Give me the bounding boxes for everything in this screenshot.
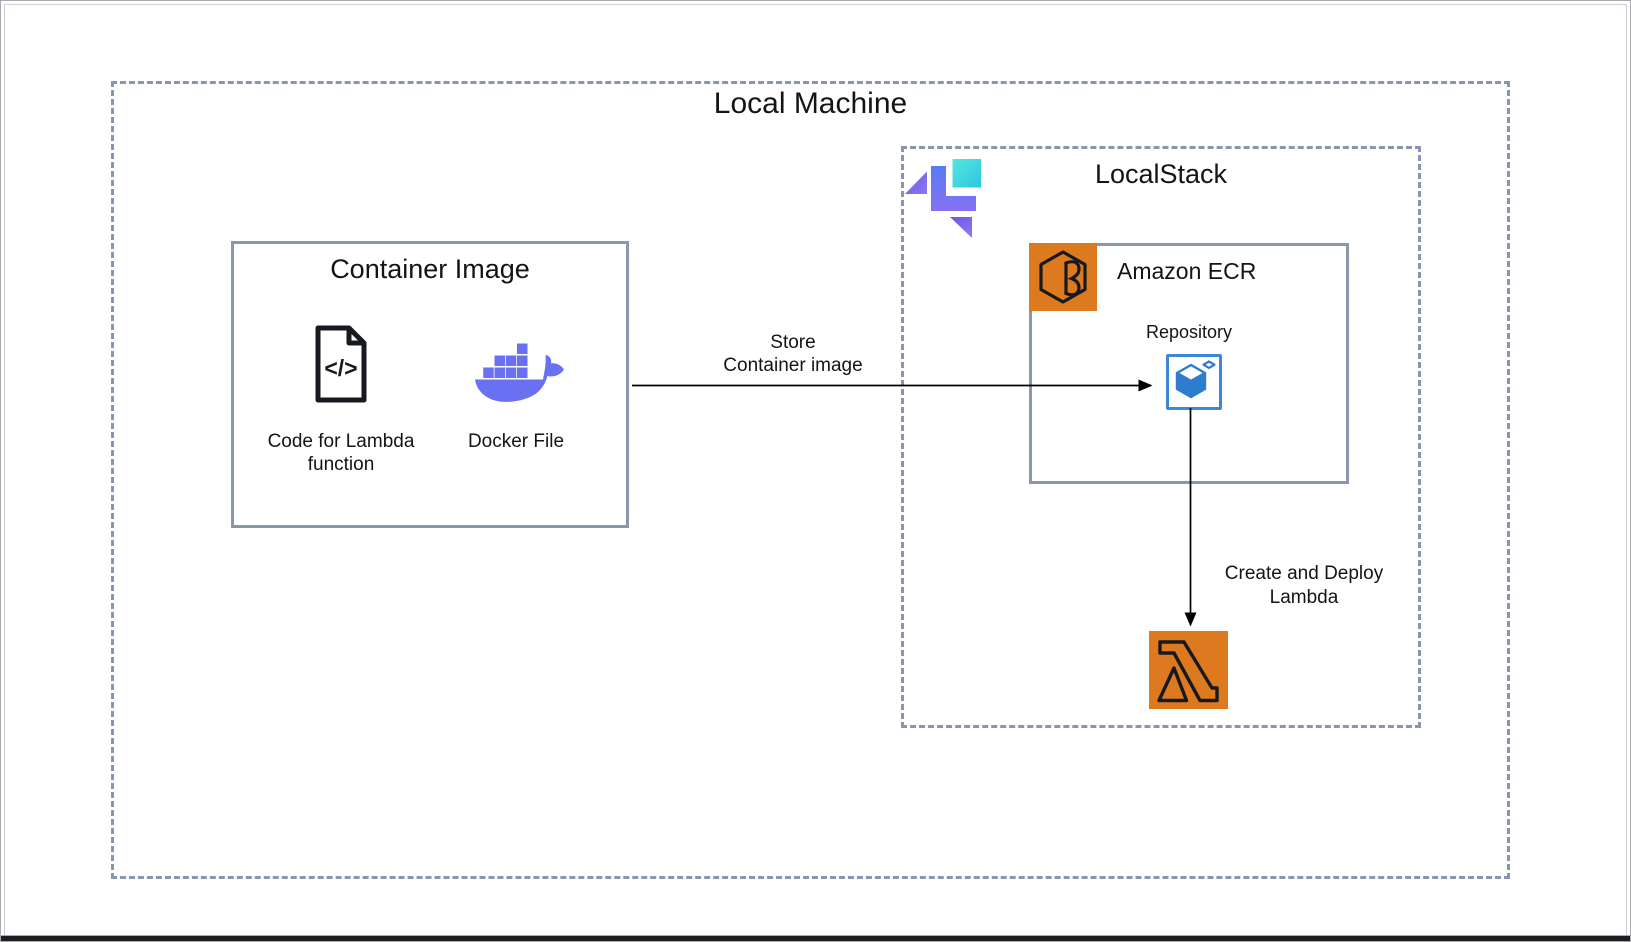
docker-whale-icon bbox=[475, 343, 564, 402]
deploy-arrow-label: Create and Deploy Lambda bbox=[1224, 563, 1384, 608]
code-file-label: Code for Lambda function bbox=[267, 431, 415, 475]
lambda-glyph bbox=[1157, 640, 1219, 703]
bottom-bar bbox=[1, 935, 1630, 941]
container-image-title: Container Image bbox=[330, 254, 530, 284]
code-file-icon: </> bbox=[315, 325, 367, 403]
store-arrow-label: Store Container image bbox=[723, 332, 863, 376]
code-glyph: </> bbox=[324, 355, 357, 381]
localstack-title: LocalStack bbox=[1094, 159, 1228, 189]
ecr-repository-icon bbox=[1166, 354, 1222, 410]
localstack-logo-icon bbox=[905, 159, 981, 238]
localstack-box: LocalStack bbox=[901, 146, 1421, 728]
amazon-ecr-title: Amazon ECR bbox=[1117, 258, 1257, 284]
aws-lambda-icon bbox=[1149, 631, 1228, 709]
docker-file-label: Docker File bbox=[467, 431, 565, 452]
container-image-box: Container Image </> Code for Lambda func… bbox=[231, 241, 629, 528]
repository-cube-glyph bbox=[1175, 360, 1216, 399]
local-machine-box bbox=[111, 81, 1510, 879]
amazon-ecr-box: Amazon ECR Repository bbox=[1029, 243, 1349, 484]
repository-label: Repository bbox=[1145, 322, 1233, 342]
local-machine-title: Local Machine bbox=[713, 87, 908, 120]
amazon-ecr-icon bbox=[1029, 243, 1097, 311]
